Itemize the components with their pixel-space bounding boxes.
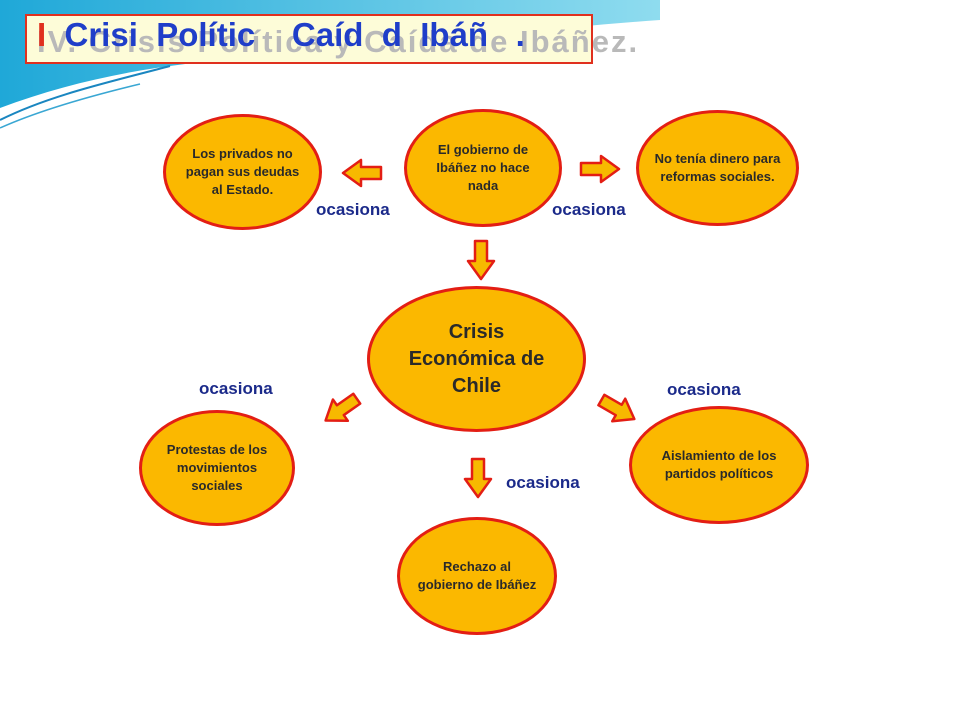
arrow-down-left-icon <box>324 392 362 423</box>
node-dinero-text: No tenía dinero para reformas sociales. <box>654 151 781 184</box>
node-protestas: Protestas de los movimientos sociales <box>139 410 295 526</box>
title-rest: Crisi Polític Caíd d Ibáñ . <box>46 16 525 53</box>
arrow-left-icon <box>341 158 383 188</box>
slide-title: IV. Crisis Política y Caída de Ibáñez. I… <box>25 14 637 64</box>
label-ocasiona-right-mid: ocasiona <box>667 380 741 399</box>
node-privados: Los privados no pagan sus deudas al Esta… <box>163 114 322 230</box>
arrow-down-bottom-icon <box>463 457 493 499</box>
node-privados-text: Los privados no pagan sus deudas al Esta… <box>185 146 300 197</box>
node-crisis: Crisis Económica de Chile <box>367 286 586 432</box>
label-ocasiona-right-top: ocasiona <box>552 200 626 219</box>
label-ocasiona-left-mid: ocasiona <box>199 379 273 398</box>
node-rechazo-text: Rechazo al gobierno de Ibáñez <box>417 559 537 592</box>
node-rechazo: Rechazo al gobierno de Ibáñez <box>397 517 557 635</box>
label-ocasiona-bottom: ocasiona <box>506 473 580 492</box>
node-dinero: No tenía dinero para reformas sociales. <box>636 110 799 226</box>
node-protestas-text: Protestas de los movimientos sociales <box>166 442 268 493</box>
arrow-right-icon <box>579 154 621 184</box>
title-text: I Crisi Polític Caíd d Ibáñ . <box>37 16 525 54</box>
node-gobierno: El gobierno de Ibáñez no hace nada <box>404 109 562 227</box>
node-aislamiento: Aislamiento de los partidos políticos <box>629 406 809 524</box>
arrow-down-right-icon <box>597 393 636 423</box>
arrow-down-icon <box>466 239 496 281</box>
title-shadow-text: IV. Crisis Política y Caída de Ibáñez. <box>37 24 640 59</box>
title-first-char: I <box>37 16 47 53</box>
node-gobierno-text: El gobierno de Ibáñez no hace nada <box>436 142 530 193</box>
label-ocasiona-left-top: ocasiona <box>316 200 390 219</box>
node-crisis-text: Crisis Económica de Chile <box>408 320 545 397</box>
node-aislamiento-text: Aislamiento de los partidos políticos <box>661 448 777 481</box>
